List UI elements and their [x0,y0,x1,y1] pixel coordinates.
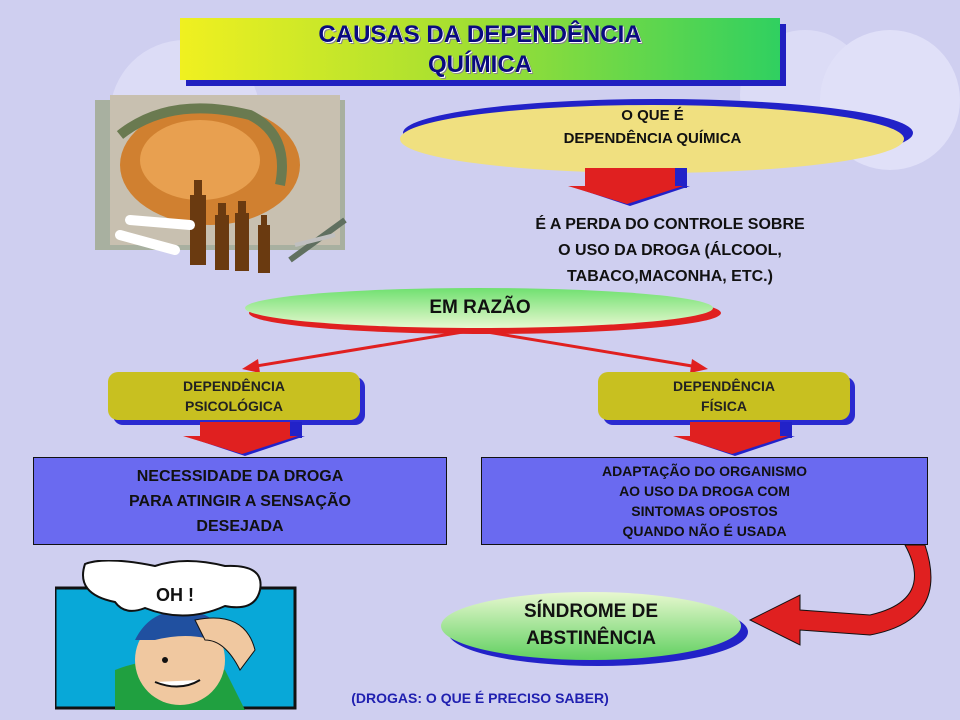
curved-arrow [748,544,932,646]
source-citation: (DROGAS: O QUE É PRECISO SABER) [351,690,609,706]
psychological-desc-line-3: DESEJADA [196,518,284,535]
withdrawal-line-1: SÍNDROME DE [523,601,659,622]
withdrawal-ellipse-shape [441,592,748,666]
down-arrow [183,422,305,456]
title-line-2: QUÍMICA [428,51,532,78]
physical-dependence-label: DEPENDÊNCIA FÍSICA [598,372,850,420]
cartoon-man-clipart [55,560,297,710]
withdrawal-line-2: ABSTINÊNCIA [526,628,656,649]
title-line-1: CAUSAS DA DEPENDÊNCIA [318,21,642,48]
down-arrow [568,168,690,206]
withdrawal-ellipse: SÍNDROME DE ABSTINÊNCIA [440,598,742,652]
what-is-line-1: O QUE É [621,107,684,124]
psychological-line-2: PSICOLÓGICA [184,398,283,414]
down-arrow [673,422,795,456]
definition-line-3: TABACO,MACONHA, ETC.) [567,268,773,285]
physical-description: ADAPTAÇÃO DO ORGANISMO AO USO DA DROGA C… [481,457,928,545]
drugs-clipart [95,95,347,273]
physical-line-1: DEPENDÊNCIA [673,378,775,394]
what-is-line-2: DEPENDÊNCIA QUÍMICA [563,130,742,147]
psychological-line-1: DEPENDÊNCIA [183,378,285,394]
branch-arrows [242,328,708,373]
physical-desc-line-4: QUANDO NÃO É USADA [622,523,787,539]
physical-line-2: FÍSICA [701,398,747,414]
speech-bubble-text: OH ! [156,585,194,605]
psychological-desc-line-1: NECESSIDADE DA DROGA [136,468,344,485]
psychological-dependence-label: DEPENDÊNCIA PSICOLÓGICA [108,372,360,420]
what-is-ellipse: O QUE É DEPENDÊNCIA QUÍMICA [400,104,905,150]
page-title: CAUSAS DA DEPENDÊNCIA QUÍMICA [180,18,780,80]
physical-desc-line-2: AO USO DA DROGA COM [619,483,790,499]
what-is-ellipse-shape [400,99,913,173]
definition-line-2: O USO DA DROGA (ÁLCOOL, [558,242,782,259]
physical-desc-line-3: SINTOMAS OPOSTOS [631,503,778,519]
definition-line-1: É A PERDA DO CONTROLE SOBRE [535,216,805,233]
psychological-desc-line-2: PARA ATINGIR A SENSAÇÃO [129,493,351,510]
psychological-description: NECESSIDADE DA DROGA PARA ATINGIR A SENS… [33,457,447,545]
reason-ellipse-shape [245,288,721,334]
reason-ellipse: EM RAZÃO [429,297,531,318]
definition-text: É A PERDA DO CONTROLE SOBRE O USO DA DRO… [470,212,870,290]
physical-desc-line-1: ADAPTAÇÃO DO ORGANISMO [601,463,808,479]
